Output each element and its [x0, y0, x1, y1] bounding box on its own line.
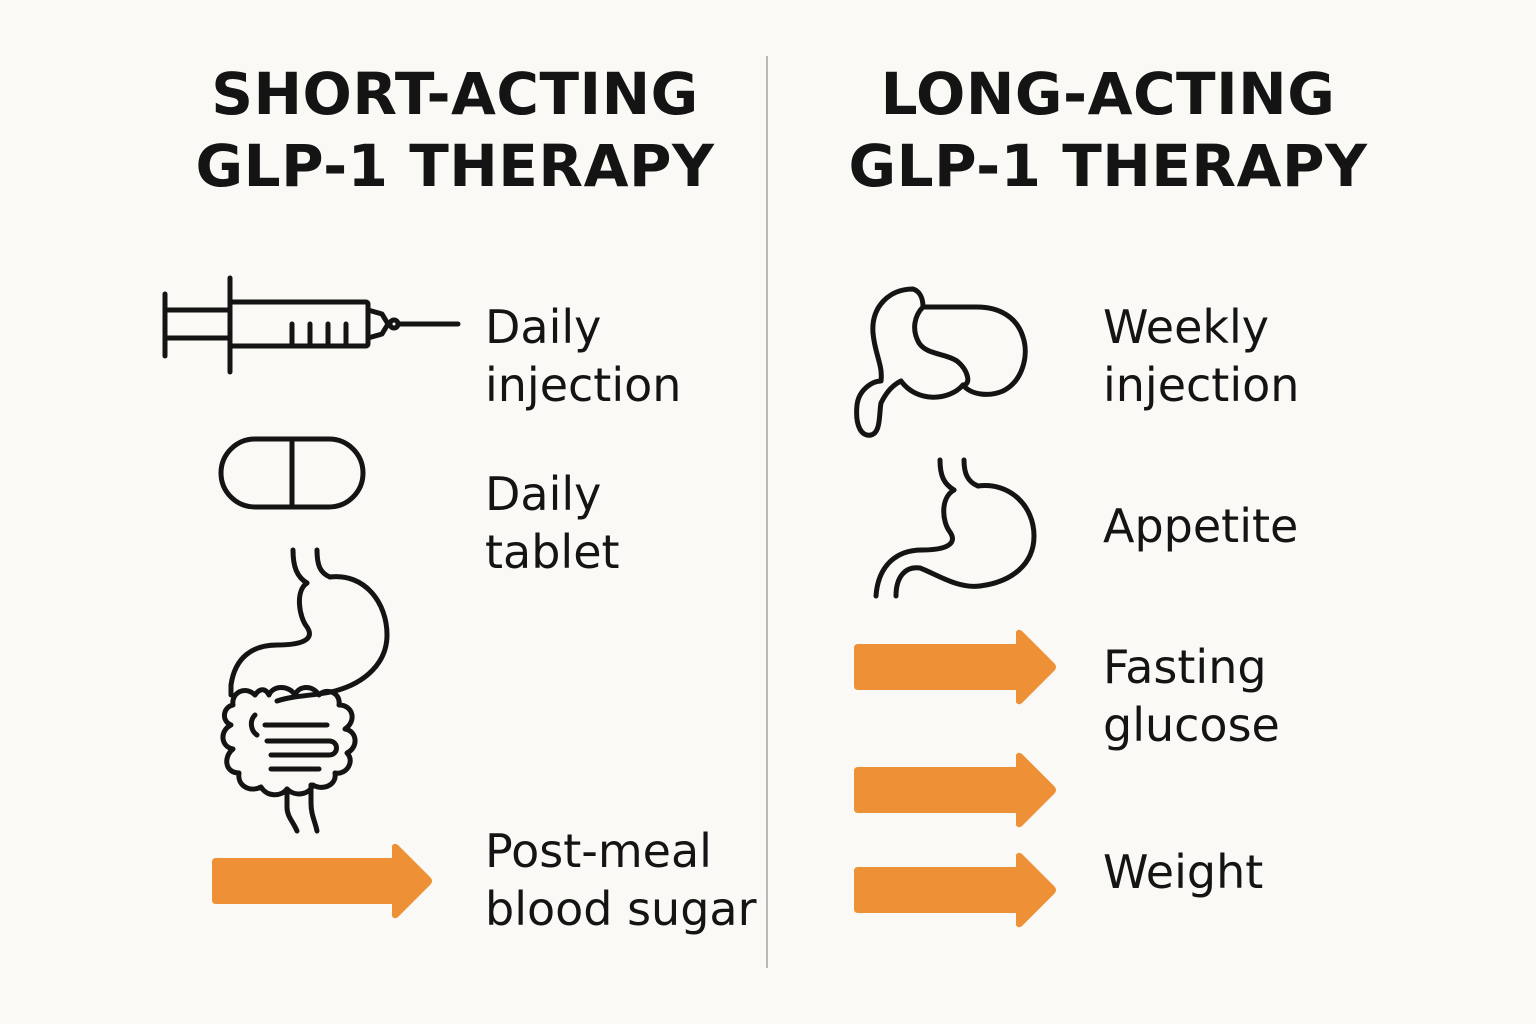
daily-tablet-label: Daily tablet: [485, 465, 620, 581]
long-acting-panel: LONG-ACTING GLP-1 THERAPY Weekly injecti…: [768, 0, 1536, 1024]
fasting-glucose-label-line1: Fasting: [1103, 640, 1267, 694]
long-acting-title-line2: GLP-1 THERAPY: [848, 132, 1368, 200]
short-acting-panel: SHORT-ACTING GLP-1 THERAPY Daily injecti…: [0, 0, 766, 1024]
arrow-right-icon: [854, 852, 1056, 928]
daily-injection-label: Daily injection: [485, 298, 681, 414]
weight-label-line1: Weight: [1103, 845, 1264, 899]
long-acting-title: LONG-ACTING GLP-1 THERAPY: [798, 58, 1418, 202]
post-meal-label-line2: blood sugar: [485, 882, 757, 936]
stomach-icon: [873, 457, 1037, 599]
appetite-label: Appetite: [1103, 497, 1298, 555]
weight-label: Weight: [1103, 843, 1263, 901]
daily-tablet-label-line2: tablet: [485, 525, 620, 579]
fasting-glucose-label: Fasting glucose: [1103, 638, 1280, 754]
weekly-injection-label-line2: injection: [1103, 358, 1300, 412]
daily-injection-label-line2: injection: [485, 358, 682, 412]
daily-injection-label-line1: Daily: [485, 300, 602, 354]
short-acting-title: SHORT-ACTING GLP-1 THERAPY: [140, 58, 770, 202]
appetite-label-line1: Appetite: [1103, 499, 1299, 553]
arrow-right-icon: [854, 752, 1056, 828]
column-divider: [766, 56, 768, 968]
weekly-injection-label: Weekly injection: [1103, 298, 1299, 414]
daily-tablet-label-line1: Daily: [485, 467, 602, 521]
arrow-right-icon: [854, 629, 1056, 705]
short-acting-title-line2: GLP-1 THERAPY: [195, 132, 715, 200]
arrow-right-icon: [212, 843, 432, 919]
stomach-outline-icon: [854, 286, 1028, 438]
short-acting-title-line1: SHORT-ACTING: [211, 60, 699, 128]
digestive-system-icon: [220, 547, 390, 834]
tablet-icon: [218, 436, 366, 510]
syringe-icon: [162, 275, 461, 375]
post-meal-label-line1: Post-meal: [485, 824, 712, 878]
weekly-injection-label-line1: Weekly: [1103, 300, 1270, 354]
long-acting-title-line1: LONG-ACTING: [880, 60, 1336, 128]
post-meal-blood-sugar-label: Post-meal blood sugar: [485, 822, 757, 938]
fasting-glucose-label-line2: glucose: [1103, 698, 1280, 752]
